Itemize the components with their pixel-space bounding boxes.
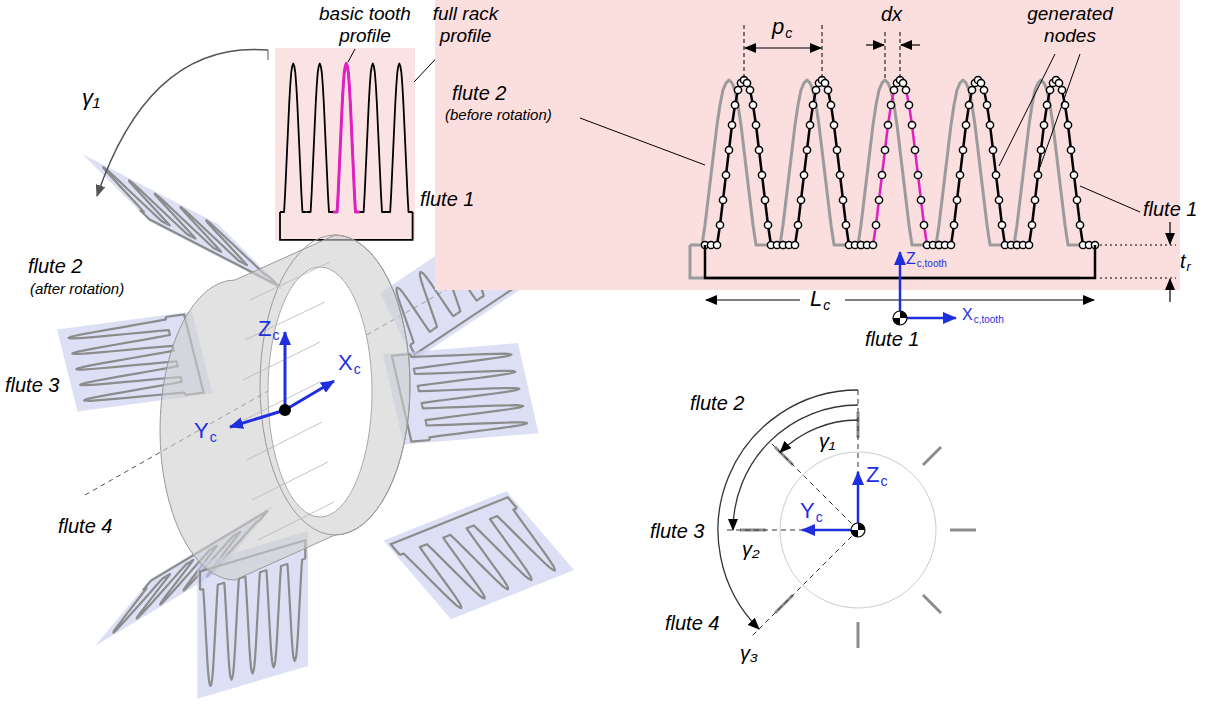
annotation-label: γ₃: [740, 642, 758, 665]
subscript: c: [272, 327, 279, 343]
subscript: c: [816, 509, 823, 525]
subscript: c: [880, 473, 887, 489]
annotation-label: γ₂: [742, 538, 760, 561]
annotation-label: t: [1180, 250, 1186, 273]
rack-profile: [280, 63, 413, 239]
annotation-label: flute 2: [690, 392, 744, 415]
rack-profile-nodes: [705, 80, 1095, 278]
subscript: r: [1187, 260, 1191, 275]
rack-before-rotation: [690, 80, 1080, 278]
subscript: c: [210, 429, 217, 445]
axis-label: Y: [194, 418, 209, 443]
axis-label: X: [338, 350, 353, 375]
leader-line: [348, 49, 355, 62]
axis-label: Z: [258, 316, 271, 341]
annotation-label: flute 4: [58, 515, 112, 538]
axis-label: Y: [800, 498, 815, 523]
annotation-label: flute 3: [650, 520, 704, 543]
annotation-label: p: [772, 14, 784, 39]
subscript: c: [785, 25, 792, 41]
flute-plane: [384, 491, 575, 619]
flute-plane: [275, 48, 415, 240]
cutter-body: [160, 235, 410, 580]
annotation-label: (before rotation): [445, 106, 552, 123]
axis-label: Z: [866, 462, 879, 487]
annotation-label: (after rotation): [30, 280, 124, 297]
subscript: c: [354, 361, 361, 377]
annotation-label: full rack profile: [418, 3, 513, 47]
subscript: c,tooth: [974, 314, 1004, 326]
angle-arc: [97, 49, 268, 196]
annotation-label: flute 2: [452, 82, 506, 105]
subscript: c,tooth: [917, 258, 947, 270]
annotation-label: dx: [881, 3, 902, 26]
angle-tick: [268, 50, 269, 60]
dimension-lines: [706, 25, 1176, 302]
annotation-label: flute 1: [420, 188, 474, 211]
annotation-label: basic tooth profile: [305, 3, 425, 47]
axis-label: Z: [906, 250, 916, 268]
annotation-label: flute 1: [1143, 198, 1197, 221]
annotation-label: flute 1: [865, 328, 919, 351]
tooth-axes: [893, 252, 956, 325]
coordinate-axes: [230, 332, 334, 427]
subscript: c: [823, 297, 830, 313]
annotation-label: γ₁: [819, 430, 835, 453]
annotation-label: L: [810, 286, 822, 311]
annotation-label: flute 2: [28, 255, 82, 278]
leader-lines: [580, 54, 1140, 212]
flute-angle-view: [718, 386, 976, 648]
axis-label: X: [962, 306, 973, 324]
annotation-label: flute 4: [665, 612, 719, 635]
annotation-label: flute 3: [5, 374, 59, 397]
annotation-label: γ₁: [82, 85, 100, 110]
profile-plane: [435, 0, 1180, 290]
annotation-label: generated nodes: [1015, 3, 1125, 47]
